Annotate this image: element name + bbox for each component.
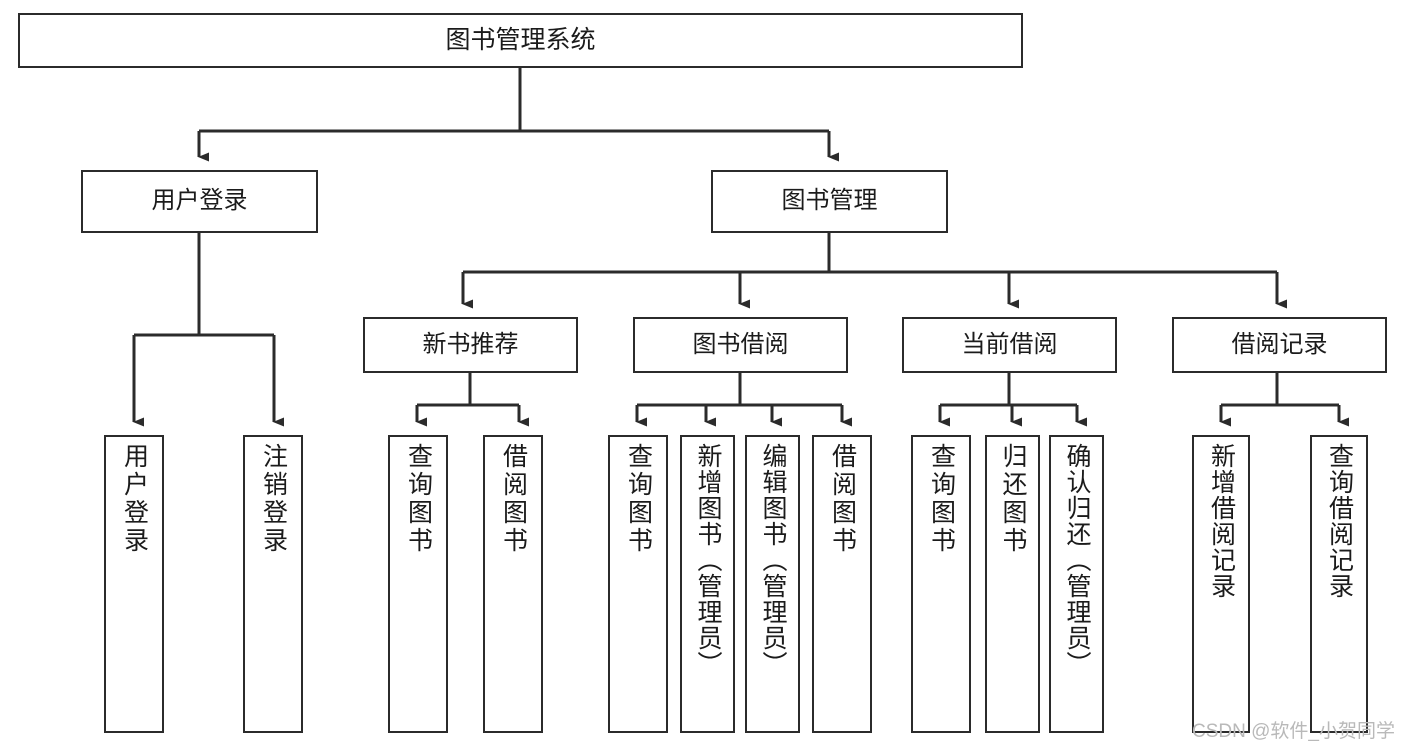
node-new-book-recommend: 新书推荐	[363, 317, 578, 373]
node-label: 借阅记录	[1231, 330, 1328, 358]
node-leaf-query-book-1: 查询图书	[388, 435, 448, 733]
node-label: 用户登录	[120, 443, 149, 555]
node-leaf-query-borrow-record: 查询借阅记录	[1310, 435, 1368, 733]
node-label: 图书借阅	[692, 330, 789, 358]
node-label: 新增图书（管理员）	[694, 443, 722, 677]
node-label: 新书推荐	[422, 330, 519, 358]
node-book-manage: 图书管理	[711, 170, 948, 233]
node-book-borrow: 图书借阅	[633, 317, 848, 373]
node-label: 编辑图书（管理员）	[759, 443, 787, 677]
node-label: 借阅图书	[499, 443, 528, 555]
node-borrow-record: 借阅记录	[1172, 317, 1387, 373]
node-label: 借阅图书	[828, 443, 857, 555]
node-leaf-borrow-book-2: 借阅图书	[812, 435, 872, 733]
node-label: 当前借阅	[961, 330, 1058, 358]
node-label: 查询图书	[404, 443, 433, 555]
node-root: 图书管理系统	[18, 13, 1023, 68]
node-leaf-confirm-return-admin: 确认归还（管理员）	[1049, 435, 1104, 733]
node-label: 归还图书	[999, 443, 1027, 555]
edge-group	[132, 68, 1349, 427]
node-leaf-user-logout: 注销登录	[243, 435, 303, 733]
node-leaf-add-book-admin: 新增图书（管理员）	[680, 435, 735, 733]
node-leaf-borrow-book-1: 借阅图书	[483, 435, 543, 733]
node-current-borrow: 当前借阅	[902, 317, 1117, 373]
node-label: 用户登录	[151, 187, 248, 215]
node-leaf-edit-book-admin: 编辑图书（管理员）	[745, 435, 800, 733]
node-leaf-query-book-3: 查询图书	[911, 435, 971, 733]
node-user-login: 用户登录	[81, 170, 318, 233]
node-label: 新增借阅记录	[1207, 443, 1236, 599]
node-label: 图书管理系统	[445, 25, 596, 54]
node-label: 确认归还（管理员）	[1063, 443, 1091, 677]
node-label: 注销登录	[259, 443, 288, 555]
node-leaf-add-borrow-record: 新增借阅记录	[1192, 435, 1250, 733]
node-label: 图书管理	[781, 187, 878, 215]
node-label: 查询借阅记录	[1325, 443, 1354, 599]
node-label: 查询图书	[927, 443, 956, 555]
node-label: 查询图书	[624, 443, 653, 555]
node-leaf-user-login: 用户登录	[104, 435, 164, 733]
node-leaf-return-book: 归还图书	[985, 435, 1040, 733]
node-leaf-query-book-2: 查询图书	[608, 435, 668, 733]
